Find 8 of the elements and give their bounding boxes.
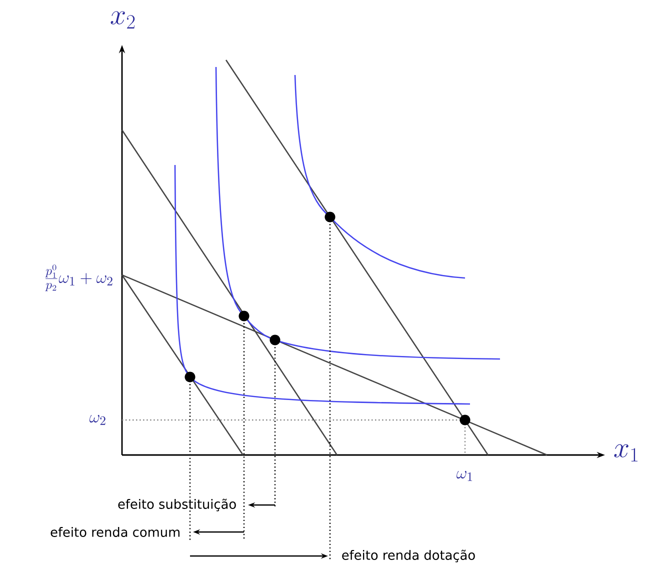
effect-label: efeito substituição [118, 498, 236, 512]
effect-label: efeito renda dotação [342, 550, 475, 562]
axis-label: $x_2$ [110, 11, 135, 28]
axis-label: $x_1$ [614, 444, 638, 462]
tick-label: $\frac{p_1^0}{p_2}\omega_1+\omega_2$ [45, 264, 112, 292]
tick-label: $\omega_2$ [90, 414, 106, 425]
effect-label: efeito renda comum [50, 527, 180, 537]
tick-label: $\omega_1$ [456, 470, 472, 481]
